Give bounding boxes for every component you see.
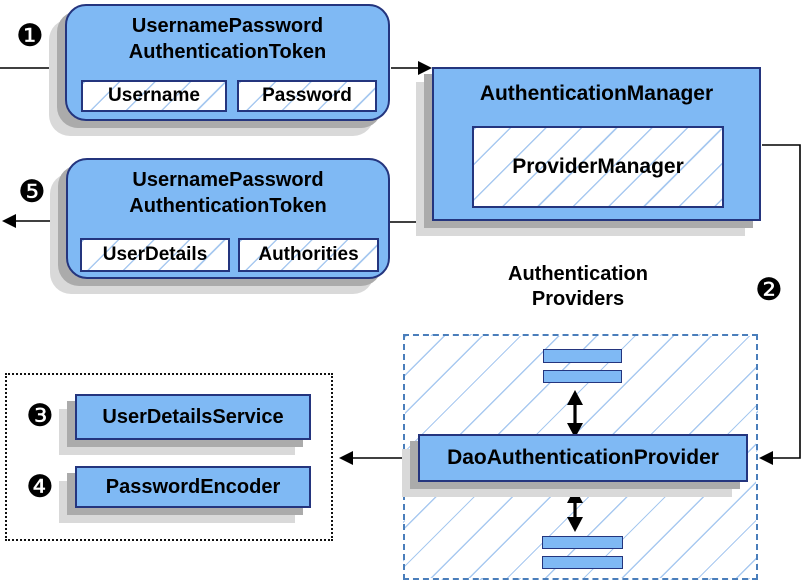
token-request-title-line1: UsernamePassword xyxy=(131,15,324,37)
authentication-providers-label-line2: Providers xyxy=(531,288,625,310)
manager-to-dao-path xyxy=(762,144,801,459)
authorities-field-box: Authorities xyxy=(238,238,379,272)
token-out-arrowhead xyxy=(2,214,16,228)
token-result-title: UsernamePassword AuthenticationToken xyxy=(68,160,388,219)
userdetails-field-box: UserDetails xyxy=(80,238,230,272)
authentication-manager-box: AuthenticationManager ProviderManager xyxy=(432,67,761,221)
token-request-title: UsernamePassword AuthenticationToken xyxy=(67,6,388,65)
step-5-badge: ❺ xyxy=(18,174,46,209)
token-result-title-line2: AuthenticationToken xyxy=(129,195,327,217)
provider-stack-bottom-bar-1 xyxy=(542,536,623,549)
manager-to-dao-arrowhead xyxy=(759,451,773,465)
password-field-box: Password xyxy=(237,80,377,112)
provider-stack-bottom-bar-2 xyxy=(542,556,623,569)
authentication-providers-label-line1: Authentication xyxy=(508,263,648,285)
dao-to-services-arrowhead xyxy=(339,451,353,465)
dao-authentication-provider-box: DaoAuthenticationProvider xyxy=(418,434,748,482)
step-2-badge: ❷ xyxy=(755,272,783,307)
dao-top-doublearrow-up xyxy=(567,390,583,405)
authentication-manager-title: AuthenticationManager xyxy=(479,82,714,105)
password-encoder-box: PasswordEncoder xyxy=(75,466,311,508)
dao-bottom-doublearrow-up xyxy=(567,488,583,503)
token-request-title-line2: AuthenticationToken xyxy=(128,41,327,63)
token-to-manager-arrowhead xyxy=(418,61,432,75)
provider-stack-top-bar-1 xyxy=(543,349,622,363)
step-1-badge: ❶ xyxy=(16,18,44,53)
step-4-badge: ❹ xyxy=(26,469,54,504)
user-details-service-box: UserDetailsService xyxy=(75,394,311,440)
authentication-providers-label: Authentication Providers xyxy=(478,262,678,312)
dao-bottom-doublearrow-down xyxy=(567,517,583,532)
username-password-token-request-box: UsernamePassword AuthenticationToken Use… xyxy=(65,4,390,121)
token-result-title-line1: UsernamePassword xyxy=(132,169,324,191)
username-field-box: Username xyxy=(81,80,227,112)
provider-manager-box: ProviderManager xyxy=(472,126,724,208)
username-password-token-result-box: UsernamePassword AuthenticationToken Use… xyxy=(66,158,390,279)
dao-top-doublearrow-down xyxy=(567,423,583,438)
step-3-badge: ❸ xyxy=(26,398,54,433)
provider-stack-top-bar-2 xyxy=(543,370,622,383)
